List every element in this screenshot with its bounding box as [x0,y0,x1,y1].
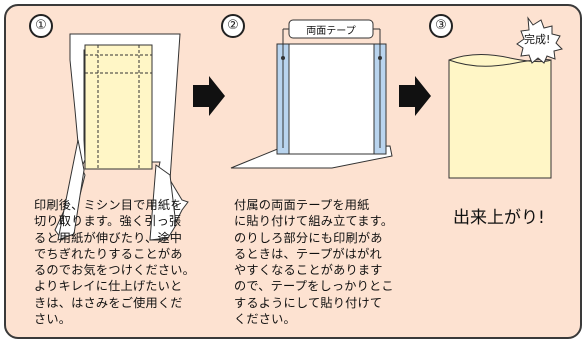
finished-burst-label: 完成! [524,33,551,46]
step-1-instructions: 印刷後、ミシン目で用紙を 切り取ります。強く引っ張 ると用紙が伸びたり、途中 で… [34,198,196,327]
step3-finished-illustration [448,16,563,179]
arrow-1 [193,76,225,116]
step-3-number: ③ [429,14,453,38]
step1-paper-illustration [54,33,189,241]
arrow-2 [399,76,431,116]
step2-assembly-illustration [230,19,393,169]
step-2-instructions: 付属の両面テープを用紙 に貼り付けて組み立てます。 のりしろ部分にも印刷があ る… [234,198,394,327]
step-3-finished-text: 出来上がり! [453,208,545,228]
tape-label: 両面テープ [306,26,356,37]
step-1-number: ① [29,14,53,38]
step-2-number: ② [221,14,245,38]
